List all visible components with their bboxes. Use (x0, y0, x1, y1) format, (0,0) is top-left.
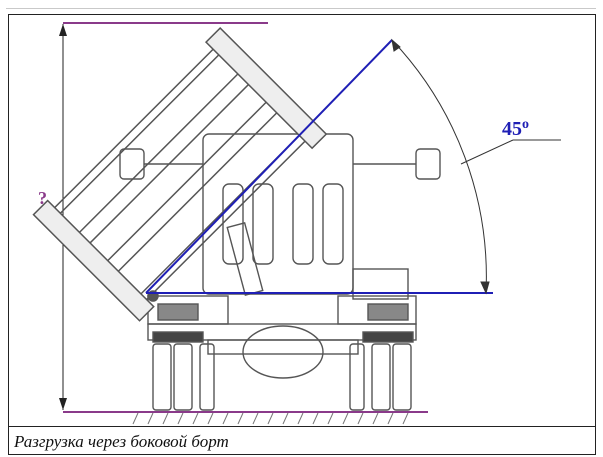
unknown-height-label: ? (38, 188, 47, 208)
tilt-angle-guides (145, 39, 493, 294)
right-mud-guard (352, 268, 409, 300)
angle-degree-sign: o (522, 117, 529, 132)
mirror-left (119, 148, 145, 180)
angle-leader (460, 139, 514, 165)
tipper-side-unload-diagram: ? (32, 22, 561, 425)
right-wheel-inner2 (349, 343, 365, 411)
hydraulic-cylinder (226, 222, 264, 296)
cab-rear-right-mount (367, 303, 409, 321)
left-outer-wheel (152, 343, 172, 411)
frame-right (337, 295, 417, 325)
figure-caption: Разгрузка через боковой борт (8, 427, 596, 455)
caption-top-rule (6, 0, 596, 9)
figure-frame (8, 14, 596, 427)
rear-lights-right (362, 331, 414, 343)
left-wheel-inner2 (199, 343, 215, 411)
right-outer-wheel (392, 343, 412, 411)
tilt-guide-line (145, 39, 393, 294)
mirror-right (415, 148, 441, 180)
truck-chassis (119, 133, 441, 411)
left-inner-wheel (173, 343, 193, 411)
ground-hatch (132, 412, 409, 425)
tilted-dump-body (32, 26, 328, 322)
rear-lights-left (152, 331, 204, 343)
differential (242, 325, 324, 379)
cab-window-3 (292, 183, 314, 265)
cab-window-2 (252, 183, 274, 265)
angle-value: 45 (502, 118, 522, 140)
arrow-top (59, 24, 67, 36)
cab-rear-left-mount (157, 303, 199, 321)
angle-value-label: 45o (502, 117, 529, 140)
cab-window-4 (322, 183, 344, 265)
arrow-bottom (59, 398, 67, 410)
dump-body-outer (44, 38, 316, 310)
axle-housing (207, 339, 359, 355)
angle-arc (391, 38, 561, 295)
right-inner-wheel (371, 343, 391, 411)
